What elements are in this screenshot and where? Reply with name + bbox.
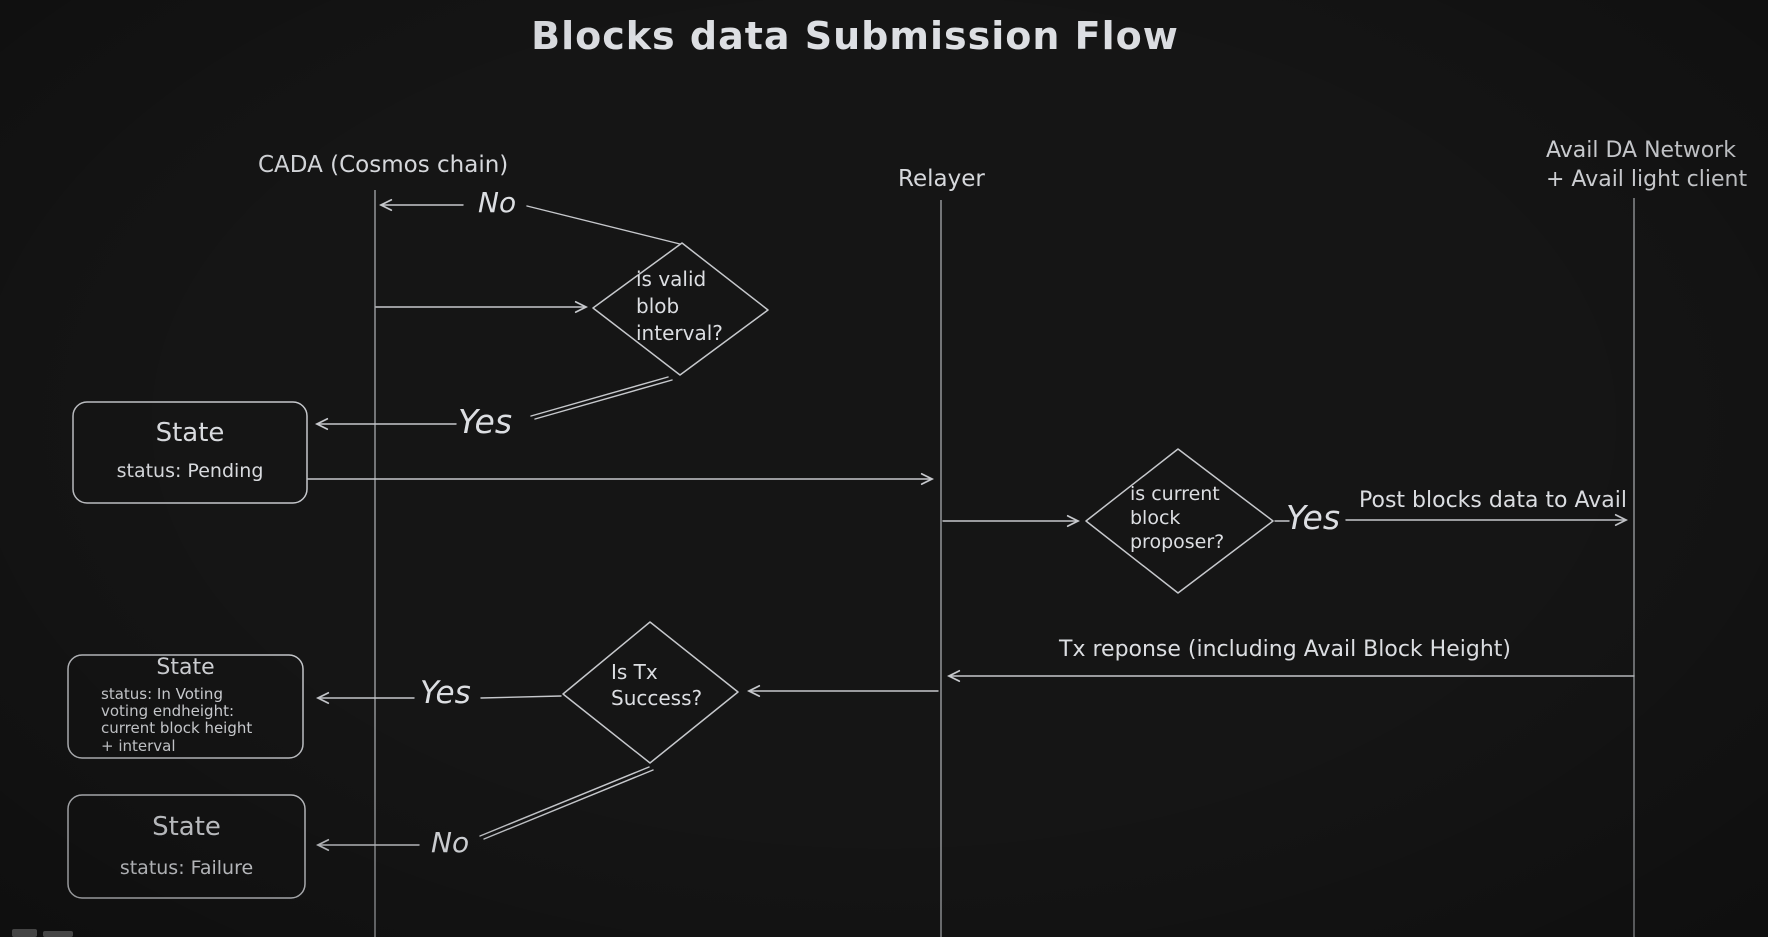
decision2-line3: proposer? <box>1130 531 1225 553</box>
state-failure-title: State <box>152 812 221 842</box>
state-in-voting-line3: current block height <box>101 719 253 738</box>
edge-label-yes-tx-success: Yes <box>420 675 471 711</box>
message-tx-response: Tx reponse (including Avail Block Height… <box>1059 637 1511 662</box>
decision1-line1: is valid <box>636 267 707 291</box>
lifeline-header-avail: Avail DA Network + Avail light client <box>1546 136 1747 194</box>
line-diamond3-to-no-b <box>483 769 654 840</box>
line-diamond3-to-yes <box>480 695 562 699</box>
message-post-blocks-data: Post blocks data to Avail <box>1359 488 1627 513</box>
lifeline-header-cada: CADA (Cosmos chain) <box>258 152 509 178</box>
diagram-title: Blocks data Submission Flow <box>531 14 1179 58</box>
decision3-line1: Is Tx <box>611 660 658 684</box>
decision-is-valid-blob-interval <box>592 242 769 376</box>
edge-label-yes-valid-interval: Yes <box>458 402 513 441</box>
decision-label-is-valid-blob-interval: is valid blob interval? <box>636 266 723 347</box>
edge-label-yes-current-proposer: Yes <box>1286 498 1341 537</box>
decision-is-current-block-proposer <box>1085 448 1274 594</box>
state-in-voting-line2: voting endheight: <box>101 702 235 721</box>
state-box-pending <box>72 401 308 504</box>
edge-label-no-tx-success: No <box>431 826 470 859</box>
state-in-voting-line1: status: In Voting <box>101 685 223 703</box>
cropped-bottom-left-artifact <box>43 931 73 937</box>
lifeline-header-relayer: Relayer <box>898 166 985 192</box>
decision-label-is-current-block-proposer: is current block proposer? <box>1130 482 1224 554</box>
state-in-voting-line4: + interval <box>101 736 176 755</box>
decision3-line2: Success? <box>611 686 703 710</box>
decision2-line2: block <box>1130 507 1181 529</box>
line-diamond1-to-no <box>526 205 681 245</box>
state-box-failure <box>67 794 306 899</box>
lifeline-header-avail-line2: + Avail light client <box>1546 167 1748 192</box>
state-in-voting-title: State <box>156 655 215 680</box>
edge-label-no-invalid-interval: No <box>478 186 517 219</box>
line-diamond1-to-yes-a <box>530 376 669 417</box>
line-diamond1-to-yes-b <box>534 379 673 420</box>
decision1-line3: interval? <box>636 321 723 345</box>
decision1-line2: blob <box>636 294 680 318</box>
line-diamond3-to-no-a <box>479 766 650 837</box>
cropped-bottom-left-artifact <box>12 929 37 937</box>
state-pending-title: State <box>155 418 225 448</box>
state-box-in-voting <box>67 654 304 759</box>
lifeline-header-avail-line1: Avail DA Network <box>1546 138 1736 163</box>
state-failure-status: status: Failure <box>119 857 254 879</box>
decision-is-tx-success <box>562 621 739 764</box>
state-in-voting-details: status: In Voting voting endheight: curr… <box>101 685 253 755</box>
decision-label-is-tx-success: Is Tx Success? <box>611 659 702 711</box>
state-pending-status: status: Pending <box>116 460 264 482</box>
decision2-line1: is current <box>1130 483 1220 505</box>
